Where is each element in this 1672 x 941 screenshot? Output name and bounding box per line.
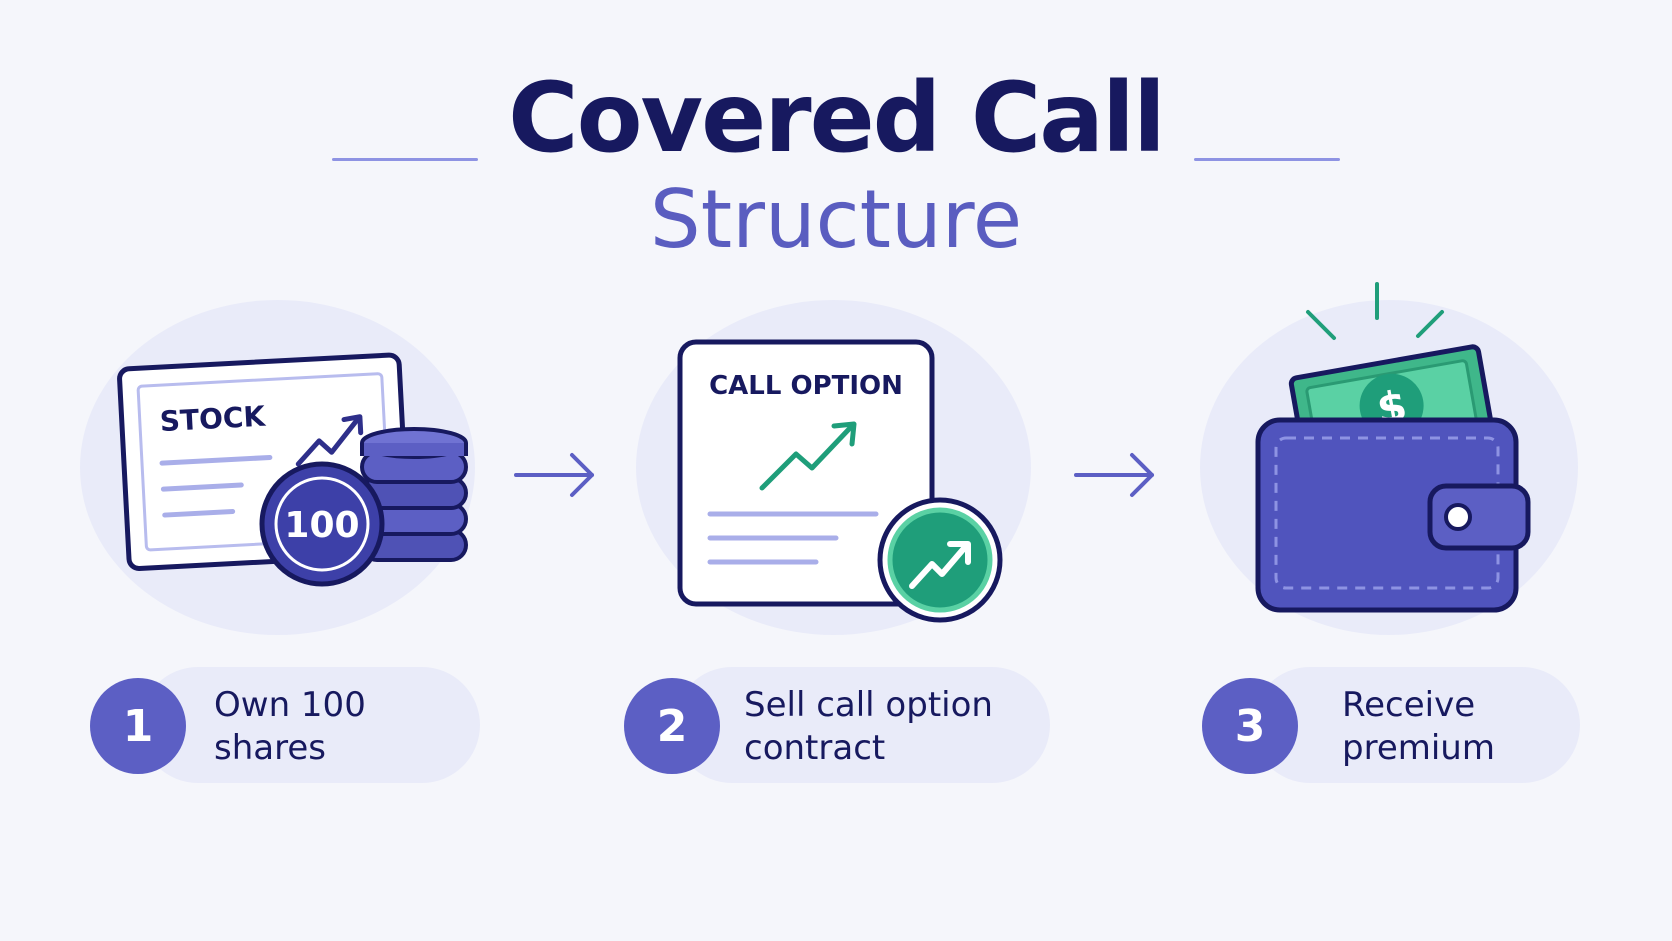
- title-rule-right: [1194, 158, 1340, 161]
- step-label-line2: contract: [744, 728, 886, 768]
- stock-label: STOCK: [159, 400, 267, 439]
- arrow-right-icon: [1074, 453, 1154, 497]
- step-label-line1: Own 100: [214, 685, 366, 725]
- coin-100: 100: [259, 461, 385, 587]
- title-block: Covered Call Structure: [0, 70, 1672, 260]
- step-label-line1: Receive: [1342, 685, 1476, 725]
- wallet-with-cash-icon: $: [1255, 282, 1531, 613]
- growth-badge-icon: [877, 497, 1003, 623]
- step-label: Receive premium: [1342, 684, 1495, 770]
- step-number-badge: 2: [624, 678, 720, 774]
- step-pill: [1252, 667, 1580, 783]
- step-label-line2: shares: [214, 728, 326, 768]
- arrow-right-icon: [514, 453, 594, 497]
- step-pill: [140, 667, 480, 783]
- title-rule-left: [332, 158, 478, 161]
- coin-stack: [360, 427, 468, 562]
- stock-certificate-icon: STOCK 100: [117, 352, 468, 587]
- step-label-line2: premium: [1342, 728, 1495, 768]
- step-number-badge: 1: [90, 678, 186, 774]
- call-option-document-icon: CALL OPTION: [677, 339, 1003, 623]
- page-title: Covered Call: [508, 62, 1166, 174]
- coin-label: 100: [284, 505, 359, 546]
- call-option-label: CALL OPTION: [709, 371, 903, 401]
- step-pill: [674, 667, 1050, 783]
- page-subtitle: Structure: [649, 173, 1023, 266]
- step-label: Sell call option contract: [744, 684, 993, 770]
- step-label-line1: Sell call option: [744, 685, 993, 725]
- step-number-badge: 3: [1202, 678, 1298, 774]
- step-label: Own 100 shares: [214, 684, 366, 770]
